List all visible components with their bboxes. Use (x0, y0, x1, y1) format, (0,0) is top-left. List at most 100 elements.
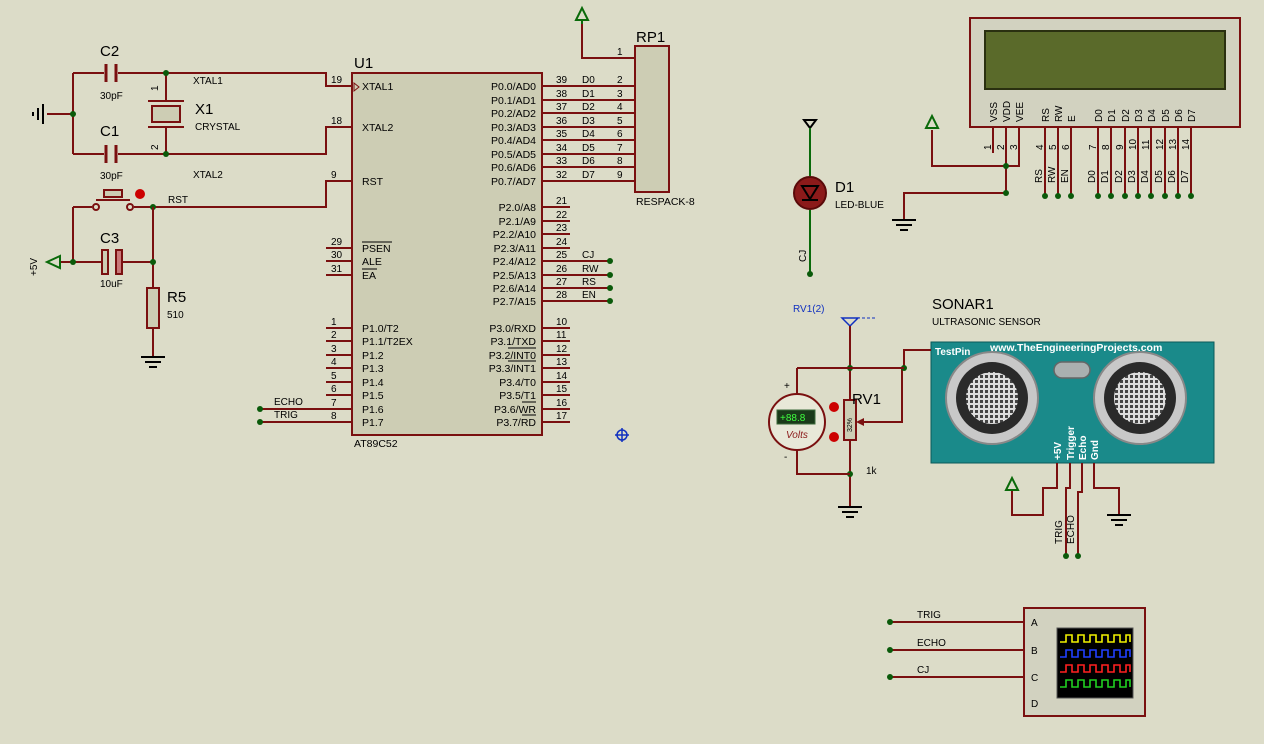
reset-circuit[interactable]: RST +5V C3 10uF R5 510 (29, 180, 338, 368)
lcd-net-label: D3 (1127, 170, 1138, 183)
lcd-vdd-terminal-icon (924, 113, 940, 129)
p1-signal-wires (257, 406, 338, 425)
data-net-label: D1 (582, 89, 595, 100)
scope-net-terminal[interactable] (887, 647, 893, 653)
u1-pin-label: P0.6/AD6 (491, 162, 536, 174)
u1-pin-label: P1.5 (362, 390, 384, 402)
u1-pin-number: 10 (556, 317, 568, 328)
scope-trace (1060, 664, 1131, 673)
voltmeter-up-button[interactable] (829, 402, 839, 412)
sonar-name: SONAR1 (932, 296, 994, 313)
voltmeter-down-button[interactable] (829, 432, 839, 442)
u1-pin-number: 26 (556, 264, 568, 275)
p1-net-label: ECHO (274, 397, 303, 408)
potentiometer-rv1[interactable]: RV1(2) RV1 32% 1k (793, 304, 907, 518)
net-terminal[interactable] (607, 258, 613, 264)
net-terminal[interactable] (607, 272, 613, 278)
u1-pin-label: P1.6 (362, 404, 384, 416)
lcd-net-terminal[interactable] (1162, 193, 1168, 199)
u1-name: U1 (354, 55, 373, 72)
lcd-net-label: RW (1047, 166, 1058, 183)
led-icon (800, 185, 820, 201)
u1-pin-number: 19 (331, 75, 343, 86)
lcd-net-label: D6 (1167, 170, 1178, 183)
led-d1[interactable]: D1 LED-BLUE CJ (793, 119, 884, 277)
rp1-pin-number: 9 (617, 170, 623, 181)
control-net-label: RW (582, 264, 599, 275)
u1-pin-label: P0.3/AD3 (491, 122, 536, 134)
rp1-pin-number: 1 (617, 47, 623, 58)
lcd-net-terminal[interactable] (1068, 193, 1074, 199)
c1-value: 30pF (100, 171, 123, 182)
voltmeter-minus: - (784, 452, 787, 463)
u1-pin-label: EA (362, 270, 376, 282)
lcd-display[interactable]: VSS1VDD2VEE3RS4RW5E6D07D18D29D310D411D51… (892, 17, 1241, 231)
lcd-net-label: D7 (1180, 170, 1191, 183)
lcd-net-terminal[interactable] (1175, 193, 1181, 199)
lcd-net-terminal[interactable] (1095, 193, 1101, 199)
u1-pin-label: XTAL1 (362, 81, 393, 93)
lcd-pin-number: 12 (1155, 138, 1166, 150)
c1-name: C1 (100, 123, 119, 140)
xtal2-net: XTAL2 (193, 170, 223, 181)
lcd-net-terminal[interactable] (1148, 193, 1154, 199)
lcd-pin-number: 14 (1181, 138, 1192, 150)
scope-net-terminal[interactable] (887, 674, 893, 680)
u1-pin-number: 28 (556, 290, 568, 301)
rp1-name: RP1 (636, 29, 665, 46)
u1-pin-number: 15 (556, 384, 568, 395)
lcd-pin-number: 4 (1035, 144, 1046, 150)
u1-microcontroller[interactable]: U1 AT89C52 19XTAL118XTAL29RST29PSEN30ALE… (326, 55, 570, 450)
lcd-pin-number: 10 (1128, 138, 1139, 150)
u1-pin-label: P2.7/A15 (493, 296, 536, 308)
u1-pin-label: P3.4/T0 (499, 377, 536, 389)
scope-net-terminal[interactable] (887, 619, 893, 625)
sonar-sensor[interactable]: SONAR1 ULTRASONIC SENSOR www.TheEngineer… (903, 296, 1215, 559)
rv1-value: 1k (866, 466, 878, 477)
lcd-net-terminal[interactable] (1108, 193, 1114, 199)
lcd-net-label: EN (1060, 169, 1071, 183)
c3-name: C3 (100, 230, 119, 247)
u1-pin-number: 2 (331, 330, 337, 341)
voltmeter[interactable]: +88.8 Volts + - (768, 367, 850, 475)
net-terminal[interactable] (607, 298, 613, 304)
u1-pin-number: 11 (556, 330, 567, 341)
lcd-net-terminal[interactable] (1122, 193, 1128, 199)
sonar-transducer-right (1093, 351, 1187, 445)
u1-pin-number: 36 (556, 116, 568, 127)
u1-pin-label: P2.2/A10 (493, 229, 536, 241)
u1-pin-label: P0.1/AD1 (491, 95, 536, 107)
lcd-pin-label: D4 (1147, 109, 1158, 122)
voltmeter-reading: +88.8 (780, 413, 806, 424)
lcd-net-terminal[interactable] (1188, 193, 1194, 199)
lcd-net-terminal[interactable] (1135, 193, 1141, 199)
u1-pin-number: 25 (556, 250, 568, 261)
lcd-pin-label: D3 (1134, 109, 1145, 122)
rv1-percent: 32% (847, 418, 854, 432)
crystal-oscillator[interactable]: C2 30pF C1 30pF 1 2 X1 CRYSTAL XTAL1 XTA… (32, 43, 338, 182)
u1-pin-number: 38 (556, 89, 568, 100)
data-net-label: D3 (582, 116, 595, 127)
lcd-net-terminal[interactable] (1055, 193, 1061, 199)
lcd-pin-number: 6 (1061, 144, 1072, 150)
reset-button-indicator[interactable] (135, 189, 145, 199)
sonar-pin-label: Trigger (1066, 426, 1077, 460)
c2-value: 30pF (100, 91, 123, 102)
data-net-label: D0 (582, 75, 595, 86)
lcd-net-terminal[interactable] (1042, 193, 1048, 199)
rp1-pin-number: 3 (617, 89, 623, 100)
lcd-pin-label: VEE (1015, 102, 1026, 122)
lcd-pin-label: VDD (1002, 101, 1013, 122)
net-terminal[interactable] (607, 285, 613, 291)
lcd-pin-label: D5 (1161, 109, 1172, 122)
scope-trace (1060, 679, 1131, 688)
u1-pin-label: P2.1/A9 (499, 216, 537, 228)
sonar-transducer-left (945, 351, 1039, 445)
scope-net-label: CJ (917, 665, 929, 676)
